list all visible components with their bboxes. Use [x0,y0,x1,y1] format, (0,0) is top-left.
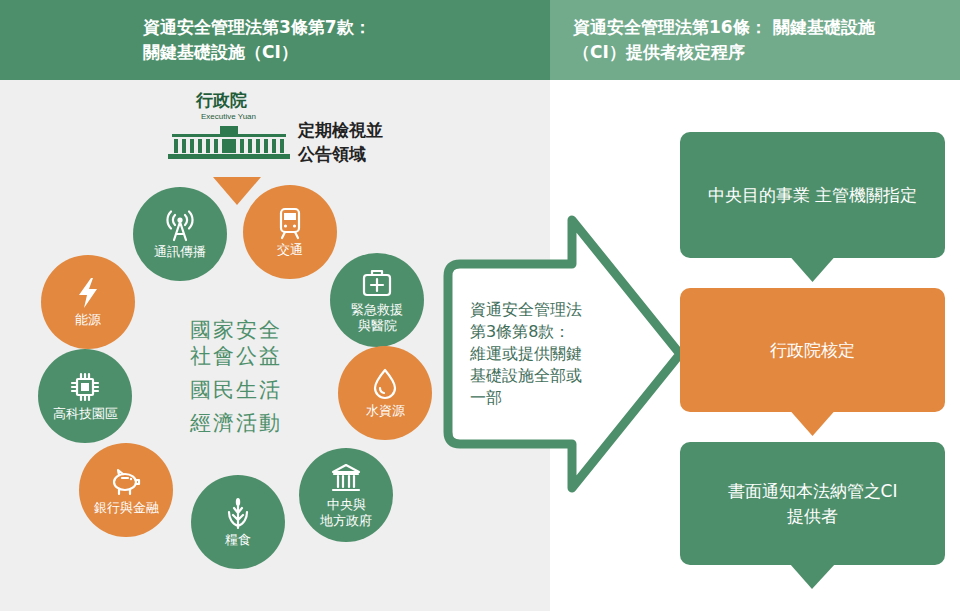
sector-icon [273,206,307,240]
header-band: 資通安全管理法第16條： 關鍵基礎設施（CI）提供者核定程序 [550,0,960,80]
process-box: 行政院核定 [680,288,945,412]
sector-icon [221,496,255,530]
node-text: 書面通知本法納管之CI 提供者 [700,479,925,529]
node-text: 高科技園區 [53,406,118,422]
node-text: 銀行與金融 [94,500,159,516]
node-text: 緊急救援 與醫院 [338,302,416,334]
sector-icon [163,208,197,242]
node-text: 糧食 [225,532,251,548]
node-text: 中央目的事業 主管機關指定 [708,183,917,208]
sector-circle: 高科技園區 [38,349,132,443]
center-text: 國民生活 [190,377,282,403]
sector-circle: 糧食 [191,475,285,569]
logo-text: 行政院 [196,90,247,111]
center-text: 社會公益 [190,343,282,369]
sector-icon [68,370,102,404]
node-text: 水資源 [366,403,405,419]
sector-icon [71,276,105,310]
process-box: 中央目的事業 主管機關指定 [680,132,945,258]
sector-circle: 緊急救援 與醫院 [330,253,424,347]
logo-subtext: Executive Yuan [201,112,256,122]
sector-circle: 能源 [41,255,135,349]
sector-icon [360,266,394,300]
node-text: 中央與 地方政府 [307,497,385,529]
sector-circle: 交通 [243,185,337,279]
flow-pointer [791,257,835,282]
node-text: 能源 [75,312,101,328]
node-text: 行政院核定 [770,338,855,363]
sector-circle: 銀行與金融 [79,443,173,537]
sector-circle: 水資源 [338,346,432,440]
node-text: 資通安全管理法第16條： 關鍵基礎設施（CI）提供者核定程序 [573,15,913,65]
pointer-head [791,411,835,436]
node-text: 資通安全管理法 第3條第8款： 維運或提供關鍵 基礎設施全部或 一部 [470,299,595,409]
center-text: 國家安全 [190,317,282,343]
node-text: 通訊傳播 [154,244,206,260]
pointer-head [791,257,835,282]
flow-pointer [791,411,835,436]
sector-icon [109,464,143,498]
node-text: 交通 [277,242,303,258]
sector-circle: 中央與 地方政府 [299,448,393,542]
note-text: 定期檢視並 公告領域 [298,118,408,166]
header-band: 資通安全管理法第3條第7款： 關鍵基礎設施（CI） [0,0,550,80]
process-box: 書面通知本法納管之CI 提供者 [680,442,945,565]
node-text: 資通安全管理法第3條第7款： 關鍵基礎設施（CI） [143,15,473,65]
sector-circle: 通訊傳播 [133,187,227,281]
block-arrow: 資通安全管理法 第3條第8款： 維運或提供關鍵 基礎設施全部或 一部 [440,212,690,502]
box-pointer [790,564,835,589]
center-text: 經濟活動 [190,410,282,436]
sector-icon [368,367,402,401]
building-logo [168,126,290,159]
sector-icon [329,461,363,495]
